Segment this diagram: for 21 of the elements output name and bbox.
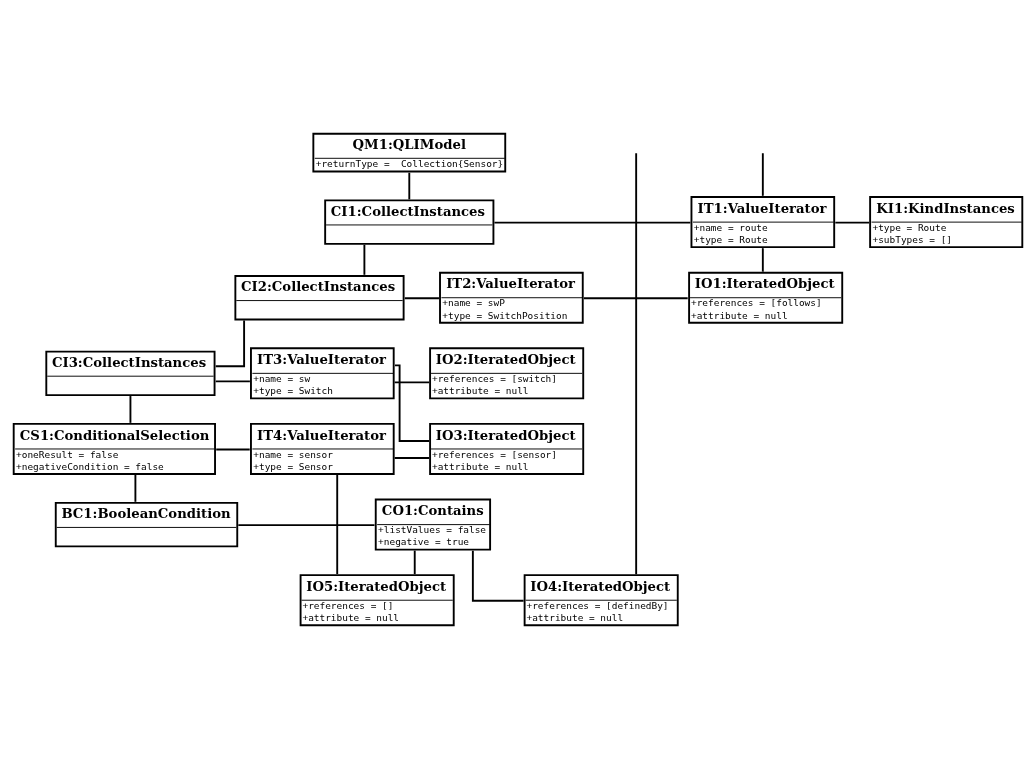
connector bbox=[214, 379, 251, 382]
connector bbox=[237, 523, 376, 526]
connector bbox=[394, 363, 431, 442]
connector bbox=[761, 151, 764, 197]
connector bbox=[363, 243, 366, 276]
connector bbox=[471, 549, 525, 602]
connector bbox=[129, 394, 132, 424]
connector bbox=[408, 171, 411, 200]
connector bbox=[493, 221, 692, 224]
connector bbox=[393, 456, 430, 459]
connector bbox=[582, 296, 689, 299]
connector bbox=[403, 296, 440, 299]
connector bbox=[393, 380, 430, 383]
connector bbox=[215, 448, 251, 450]
connector bbox=[336, 473, 339, 575]
connector bbox=[761, 246, 764, 273]
connector bbox=[834, 221, 871, 224]
connector bbox=[413, 549, 416, 575]
connector bbox=[635, 151, 638, 575]
connector bbox=[134, 473, 137, 503]
connector bbox=[214, 319, 246, 367]
